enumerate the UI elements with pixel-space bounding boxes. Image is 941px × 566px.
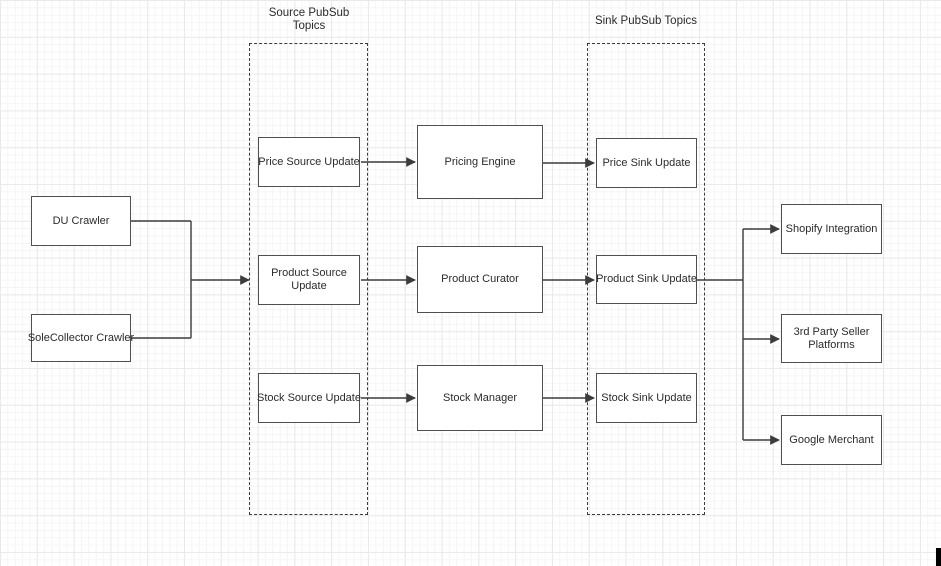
- node-price-sink-update-label: Price Sink Update: [602, 156, 691, 169]
- node-solecollector-crawler-label: SoleCollector Crawler: [27, 331, 135, 344]
- node-product-sink-update-label: Product Sink Update: [596, 273, 697, 285]
- node-stock-manager[interactable]: Stock Manager: [417, 365, 543, 431]
- node-stock-manager-label: Stock Manager: [443, 391, 517, 404]
- node-product-curator-label: Product Curator: [441, 273, 519, 285]
- node-du-crawler-label: DU Crawler: [52, 214, 110, 227]
- node-third-party-seller-platforms-label: 3rd Party Seller Platforms: [793, 325, 870, 351]
- node-google-merchant[interactable]: Google Merchant: [781, 415, 882, 465]
- text-cursor-artifact: [936, 548, 941, 566]
- node-solecollector-crawler[interactable]: SoleCollector Crawler: [27, 314, 135, 362]
- node-price-source-update[interactable]: Price Source Update: [258, 137, 360, 187]
- node-google-merchant-label: Google Merchant: [789, 433, 874, 446]
- node-stock-sink-update[interactable]: Stock Sink Update: [596, 373, 697, 423]
- node-product-source-update[interactable]: Product Source Update: [258, 255, 360, 305]
- node-price-sink-update[interactable]: Price Sink Update: [596, 138, 697, 188]
- node-product-curator[interactable]: Product Curator: [417, 246, 543, 313]
- edge-product-sink-to-destinations[interactable]: [697, 224, 780, 445]
- node-third-party-seller-platforms[interactable]: 3rd Party Seller Platforms: [781, 314, 882, 363]
- node-pricing-engine[interactable]: Pricing Engine: [417, 125, 543, 199]
- node-shopify-integration-label: Shopify Integration: [785, 222, 878, 235]
- node-stock-source-update[interactable]: Stock Source Update: [257, 373, 361, 423]
- node-product-sink-update[interactable]: Product Sink Update: [596, 255, 697, 304]
- node-stock-sink-update-label: Stock Sink Update: [601, 391, 692, 404]
- node-shopify-integration[interactable]: Shopify Integration: [781, 204, 882, 254]
- node-price-source-update-label: Price Source Update: [258, 155, 360, 168]
- node-pricing-engine-label: Pricing Engine: [444, 155, 516, 168]
- edge-crawlers-merge-to-product-source[interactable]: [131, 220, 250, 339]
- source-pubsub-topics-label: Source PubSub Topics: [268, 7, 350, 32]
- node-product-source-update-label: Product Source Update: [271, 267, 347, 292]
- sink-pubsub-topics-label: Sink PubSub Topics: [594, 15, 698, 27]
- node-stock-source-update-label: Stock Source Update: [257, 391, 361, 404]
- node-du-crawler[interactable]: DU Crawler: [31, 196, 131, 246]
